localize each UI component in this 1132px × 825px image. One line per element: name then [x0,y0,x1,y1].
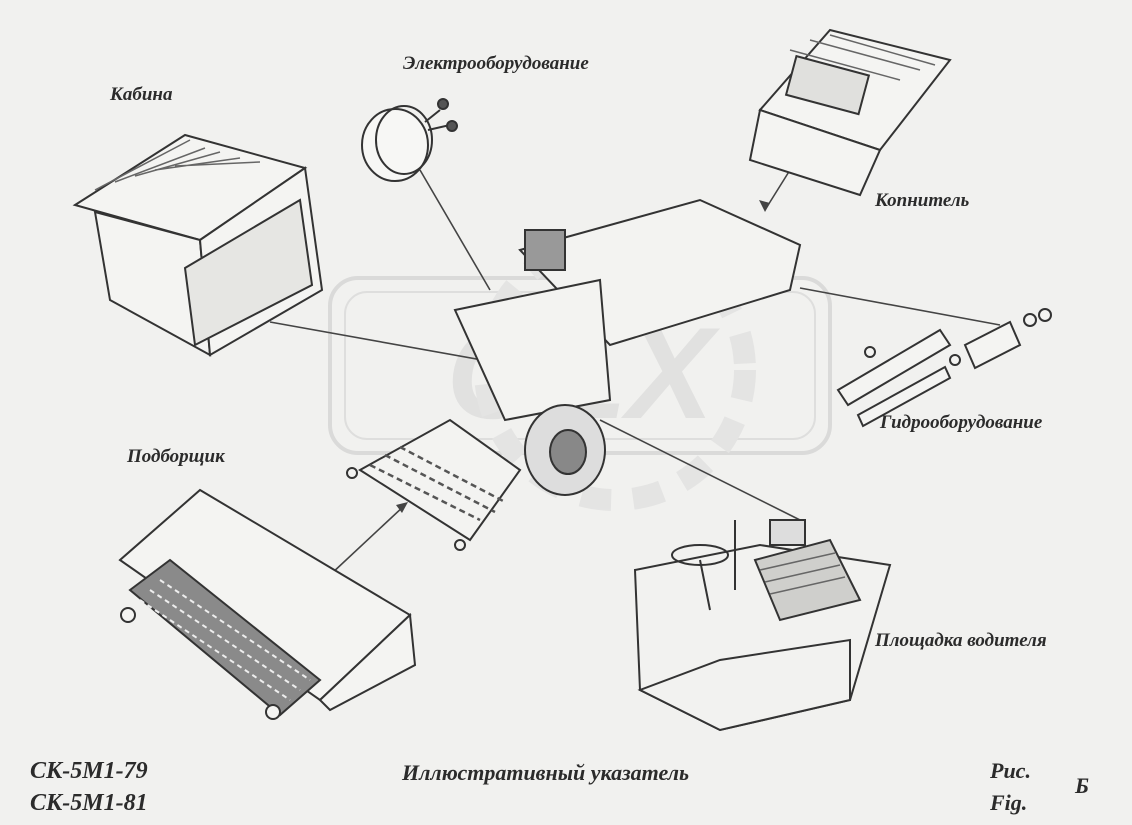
arrow-heads [396,200,770,513]
platform-illustration [633,519,892,732]
combine-illustration [346,198,802,551]
hydraulic-illustration [836,308,1052,428]
label-konnitel: Копнитель [875,190,970,211]
konnitel-illustration [748,28,952,197]
label-pickup: Подборщик [127,446,225,467]
figure-letter: Б [1075,773,1089,798]
fig-label: Fig. [990,790,1028,815]
index-title: Иллюстративный указатель [402,760,690,785]
pickup-illustration [118,488,417,720]
label-cabin: Кабина [110,84,173,105]
model-number-1: СК-5М1-79 [30,758,148,784]
label-hydraulic-equipment: Гидрооборудование [880,412,1043,433]
headlight-illustration [361,98,458,182]
model-number-2: СК-5М1-81 [30,790,148,816]
leader-lines [269,169,1001,576]
label-driver-platform: Площадка водителя [875,630,1047,651]
ris-label: Рис. [990,758,1031,783]
label-electrical-equipment: Электрооборудование [403,53,589,74]
cabin-illustration [72,133,324,357]
